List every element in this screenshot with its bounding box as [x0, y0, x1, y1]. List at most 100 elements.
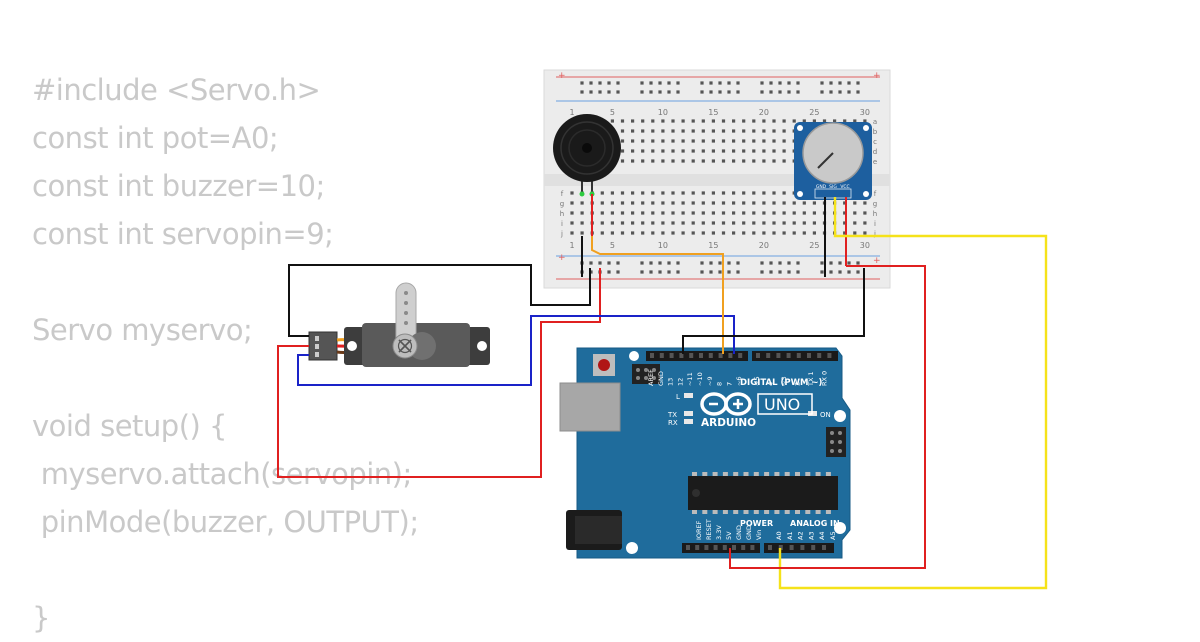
breadboard-hole — [742, 191, 746, 195]
digital-pin-label: ~11 — [686, 372, 694, 386]
led-tx — [684, 411, 693, 416]
rail-hole — [787, 90, 791, 94]
rail-hole — [709, 270, 713, 274]
breadboard-hole — [620, 149, 625, 153]
digital-pin-label: 12 — [676, 378, 684, 386]
breadboard-hole — [620, 191, 625, 195]
servo-shaft-ring — [397, 338, 413, 354]
row-letter: h — [873, 210, 877, 218]
chip-pin — [692, 472, 697, 476]
rail-hole — [616, 261, 620, 265]
rail-hole — [820, 261, 824, 265]
breadboard-hole — [812, 119, 816, 123]
breadboard-hole — [610, 221, 614, 225]
power-jack-inner — [575, 516, 622, 544]
breadboard-hole — [752, 159, 756, 163]
breadboard-hole — [711, 119, 715, 123]
rail-hole — [787, 261, 791, 265]
power-section-label: POWER — [740, 519, 773, 528]
icsp-pin — [652, 376, 656, 380]
rail-hole — [847, 270, 851, 274]
header-pin — [786, 353, 791, 358]
potentiometer-module: GND SIG VCC — [794, 122, 872, 200]
header-pin — [718, 353, 723, 358]
breadboard-hole — [772, 129, 776, 133]
rail-hole — [829, 81, 833, 85]
header-pin — [800, 545, 805, 550]
breadboard-hole — [631, 139, 635, 143]
digital-header-left — [646, 351, 748, 361]
breadboard-hole — [782, 149, 786, 153]
row-letter: h — [560, 210, 564, 218]
breadboard-hole — [752, 221, 756, 225]
chip-pin — [795, 472, 800, 476]
arduino-logo-icon — [700, 392, 752, 416]
chip-pin — [815, 472, 821, 476]
breadboard-hole — [711, 139, 715, 143]
breadboard-hole — [772, 119, 776, 123]
rail-hole — [640, 81, 644, 85]
rail-hole — [820, 270, 824, 274]
breadboard-hole — [732, 221, 736, 225]
breadboard-hole — [762, 149, 766, 153]
breadboard-hole — [742, 149, 746, 153]
breadboard-hole — [641, 149, 645, 153]
icsp-header-2 — [826, 427, 846, 457]
breadboard-hole — [651, 191, 655, 195]
pot-pin-label: VCC — [840, 184, 849, 190]
wire-servo-vcc — [277, 268, 601, 478]
code-line: pinMode(buzzer, OUTPUT); — [32, 505, 419, 539]
breadboard-hole — [742, 221, 746, 225]
breadboard-hole — [772, 191, 776, 195]
header-pin — [659, 353, 664, 358]
usb-port — [559, 382, 621, 432]
rail-hole — [727, 81, 731, 85]
breadboard-hole — [752, 231, 756, 235]
header-pin — [789, 545, 794, 550]
rail-hole — [829, 261, 833, 265]
breadboard-hole — [691, 191, 695, 195]
rail-hole — [856, 261, 860, 265]
board-mount-hole — [629, 351, 639, 361]
breadboard-hole — [752, 119, 756, 123]
header-pin — [650, 353, 654, 358]
rail-hole — [778, 90, 782, 94]
header-pin — [756, 353, 760, 358]
rail-hole — [718, 270, 722, 274]
rail-hole — [760, 90, 764, 94]
header-pin — [778, 545, 783, 550]
piezo-buzzer — [553, 114, 621, 197]
breadboard-hole — [721, 119, 726, 123]
icsp-pin — [838, 440, 842, 444]
breadboard-hole — [782, 119, 786, 123]
breadboard-hole — [802, 201, 806, 205]
breadboard-hole — [843, 119, 847, 123]
breadboard-hole — [762, 139, 766, 143]
wire-buzzer-signal — [591, 236, 724, 354]
rail-hole — [709, 261, 713, 265]
breadboard-hole — [620, 119, 625, 123]
chip-pin — [764, 510, 770, 514]
icsp-pin — [838, 431, 842, 435]
breadboard-hole — [681, 191, 685, 195]
wire-pot-signal — [778, 197, 1048, 590]
breadboard-hole — [691, 149, 695, 153]
analog-section-label: ANALOG IN — [790, 519, 840, 528]
reset-button[interactable] — [598, 359, 610, 371]
board-mount-hole — [834, 410, 846, 422]
header-pin — [827, 353, 832, 358]
breadboard-hole — [802, 231, 806, 235]
rail-hole — [658, 81, 662, 85]
rail-hole — [700, 270, 704, 274]
chip-pin — [722, 510, 728, 514]
chip-pins — [692, 472, 831, 514]
breadboard-hole — [610, 201, 614, 205]
breadboard-hole — [610, 231, 614, 235]
pot-pin-label: SIG — [829, 184, 837, 190]
breadboard-hole — [721, 191, 726, 195]
breadboard-hole — [600, 201, 604, 205]
rail-hole — [760, 81, 764, 85]
rail-hole — [796, 90, 800, 94]
